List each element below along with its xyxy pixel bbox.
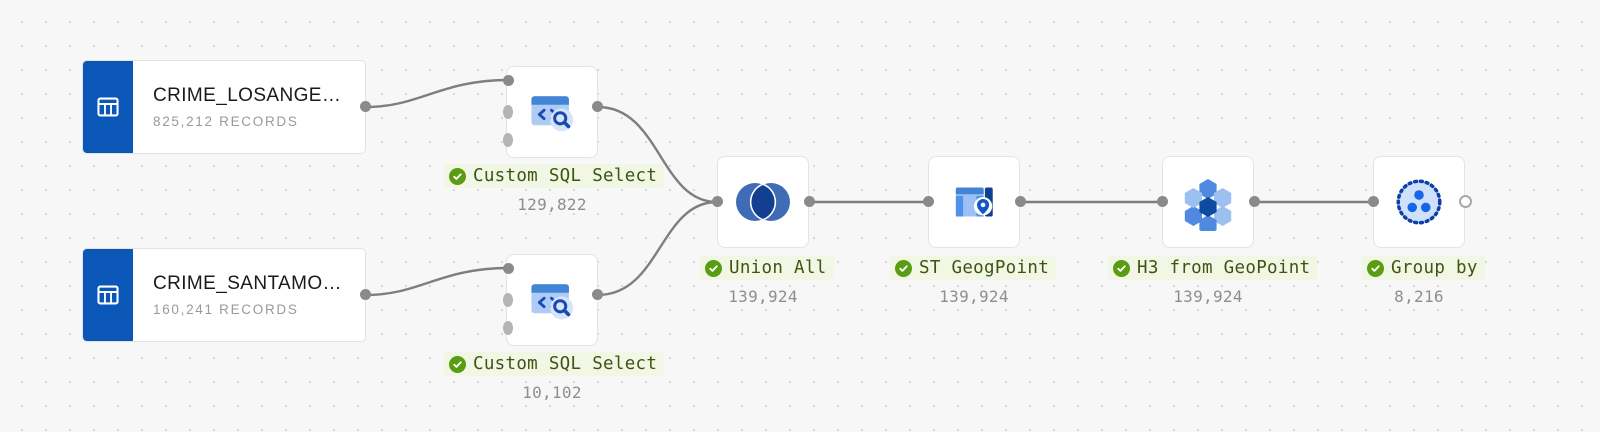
- node-label-text: H3 from GeoPoint: [1137, 258, 1311, 278]
- success-check-icon: [449, 355, 466, 373]
- port-input-h3-from-geopoint[interactable]: [1157, 196, 1168, 207]
- count-group-by: 8,216: [1394, 287, 1444, 306]
- hexagon-grid-icon: [1184, 179, 1232, 231]
- node-h3-from-geopoint[interactable]: [1162, 156, 1254, 248]
- node-group-by[interactable]: [1373, 156, 1465, 248]
- port-output-h3-from-geopoint[interactable]: [1249, 196, 1260, 207]
- edge-source1-sql1: [364, 78, 511, 109]
- port-output-source1[interactable]: [360, 101, 371, 112]
- port-input-union-all[interactable]: [712, 196, 723, 207]
- port-input-sql-top-1[interactable]: [503, 75, 514, 86]
- port-input-sql-top-3[interactable]: [503, 133, 513, 147]
- source-record-count: 160,241 RECORDS: [153, 302, 299, 317]
- count-custom-sql-select-bottom: 10,102: [522, 383, 582, 402]
- table-icon: [97, 97, 119, 117]
- label-union-all: Union All: [700, 256, 834, 280]
- success-check-icon: [449, 167, 466, 185]
- port-output-st-geogpoint[interactable]: [1015, 196, 1026, 207]
- count-h3-from-geopoint: 139,924: [1173, 287, 1243, 306]
- source-accent-band: [83, 249, 133, 341]
- node-st-geogpoint[interactable]: [928, 156, 1020, 248]
- label-custom-sql-select-bottom: Custom SQL Select: [444, 352, 665, 376]
- edge-sql2-union: [596, 200, 719, 297]
- source-node-crime-santamonica[interactable]: CRIME_SANTAMO… 160,241 RECORDS: [82, 248, 366, 342]
- node-label-text: Custom SQL Select: [473, 354, 658, 374]
- node-label-text: Union All: [729, 258, 827, 278]
- source-node-crime-losangeles[interactable]: CRIME_LOSANGE… 825,212 RECORDS: [82, 60, 366, 154]
- sql-select-icon: [531, 284, 574, 320]
- node-label-text: Group by: [1391, 258, 1478, 278]
- label-st-geogpoint: ST GeogPoint: [890, 256, 1057, 280]
- edge-sql1-union: [596, 105, 719, 204]
- node-union-all[interactable]: [717, 156, 809, 248]
- source-title: CRIME_LOSANGE…: [153, 85, 342, 106]
- node-custom-sql-select-top[interactable]: [506, 66, 598, 158]
- success-check-icon: [1367, 259, 1384, 277]
- port-input-sql-bottom-2[interactable]: [503, 293, 513, 307]
- port-output-union-all[interactable]: [804, 196, 815, 207]
- count-st-geogpoint: 139,924: [939, 287, 1009, 306]
- venn-union-icon: [736, 183, 790, 221]
- port-input-sql-bottom-1[interactable]: [503, 263, 514, 274]
- source-text-block: CRIME_LOSANGE… 825,212 RECORDS: [133, 61, 365, 153]
- table-icon: [97, 285, 119, 305]
- success-check-icon: [1113, 259, 1130, 277]
- port-input-sql-top-2[interactable]: [503, 105, 513, 119]
- source-title: CRIME_SANTAMO…: [153, 273, 342, 294]
- port-input-sql-bottom-3[interactable]: [503, 321, 513, 335]
- group-by-icon: [1396, 179, 1442, 225]
- port-input-group-by[interactable]: [1368, 196, 1379, 207]
- source-record-count: 825,212 RECORDS: [153, 114, 299, 129]
- success-check-icon: [705, 259, 722, 277]
- node-label-text: ST GeogPoint: [919, 258, 1050, 278]
- count-custom-sql-select-top: 129,822: [517, 195, 587, 214]
- source-accent-band: [83, 61, 133, 153]
- label-h3-from-geopoint: H3 from GeoPoint: [1108, 256, 1318, 280]
- label-group-by: Group by: [1362, 256, 1485, 280]
- node-label-text: Custom SQL Select: [473, 166, 658, 186]
- label-custom-sql-select-top: Custom SQL Select: [444, 164, 665, 188]
- port-output-sql-bottom[interactable]: [592, 289, 603, 300]
- count-union-all: 139,924: [728, 287, 798, 306]
- success-check-icon: [895, 259, 912, 277]
- source-text-block: CRIME_SANTAMO… 160,241 RECORDS: [133, 249, 365, 341]
- sql-select-icon: [531, 96, 574, 132]
- port-output-source2[interactable]: [360, 289, 371, 300]
- table-geopoint-icon: [955, 187, 993, 217]
- port-output-sql-top[interactable]: [592, 101, 603, 112]
- port-output-group-by[interactable]: [1459, 195, 1472, 208]
- port-input-st-geogpoint[interactable]: [923, 196, 934, 207]
- edge-source2-sql2: [364, 266, 511, 297]
- node-custom-sql-select-bottom[interactable]: [506, 254, 598, 346]
